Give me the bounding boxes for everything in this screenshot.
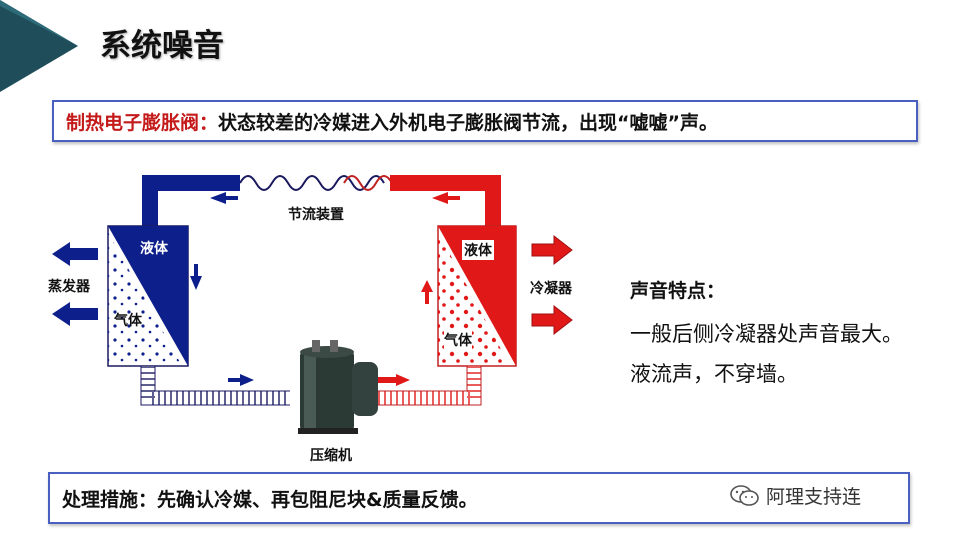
condenser-label: 冷凝器: [530, 281, 572, 297]
footer-box: 处理措施：先确认冷媒、再包阻尼块&质量反馈。: [48, 472, 910, 524]
compressor-illustration: [298, 340, 378, 434]
watermark: 阿理支持连: [730, 482, 861, 509]
left-liquid-label: 液体: [140, 238, 168, 258]
flow-arrow-bottom-hot: [396, 374, 410, 386]
wechat-icon: [730, 484, 759, 506]
compressor-label: 压缩机: [310, 448, 352, 464]
flow-arrow-up: [421, 280, 433, 304]
corner-decoration: [0, 0, 78, 92]
evaporator-liquid: [108, 226, 188, 366]
right-liquid-label: 液体: [462, 240, 494, 260]
sound-description: 一般后侧冷凝器处声音最大。液流声，不穿墙。: [630, 322, 903, 386]
condenser-liquid: [438, 226, 516, 366]
flow-arrow-down: [190, 264, 202, 290]
flow-arrow-top: [210, 192, 238, 204]
highlight-label: 制热电子膨胀阀：: [66, 111, 219, 134]
evaporator-gas-area: [108, 232, 182, 366]
highlight-box: 制热电子膨胀阀： 状态较差的冷媒进入外机电子膨胀阀节流，出现“嘘嘘”声。: [52, 100, 918, 142]
evaporator-label: 蒸发器: [48, 279, 90, 295]
evaporator-arrow-up: [52, 242, 98, 266]
sound-title: 声音特点：: [630, 280, 726, 302]
evaporator-arrow-down: [52, 302, 98, 326]
throttle-squiggle: [239, 175, 385, 191]
flow-arrow-bottom: [228, 374, 254, 386]
throttle-label: 节流装置: [288, 207, 344, 223]
condenser-arrow-up: [531, 234, 573, 266]
footer-text: 处理措施：先确认冷媒、再包阻尼块&质量反馈。: [62, 488, 478, 511]
left-gas-label: 气体: [114, 313, 142, 329]
flow-arrow-top-hot: [432, 192, 460, 204]
highlight-text: 状态较差的冷媒进入外机电子膨胀阀节流，出现“嘘嘘”声。: [218, 111, 718, 134]
right-gas-label: 气体: [444, 330, 472, 350]
watermark-text: 阿理支持连: [766, 486, 862, 508]
throttle-squiggle-hot: [343, 175, 393, 191]
condenser-arrow-down: [531, 304, 573, 336]
page-title: 系统噪音: [100, 28, 224, 64]
